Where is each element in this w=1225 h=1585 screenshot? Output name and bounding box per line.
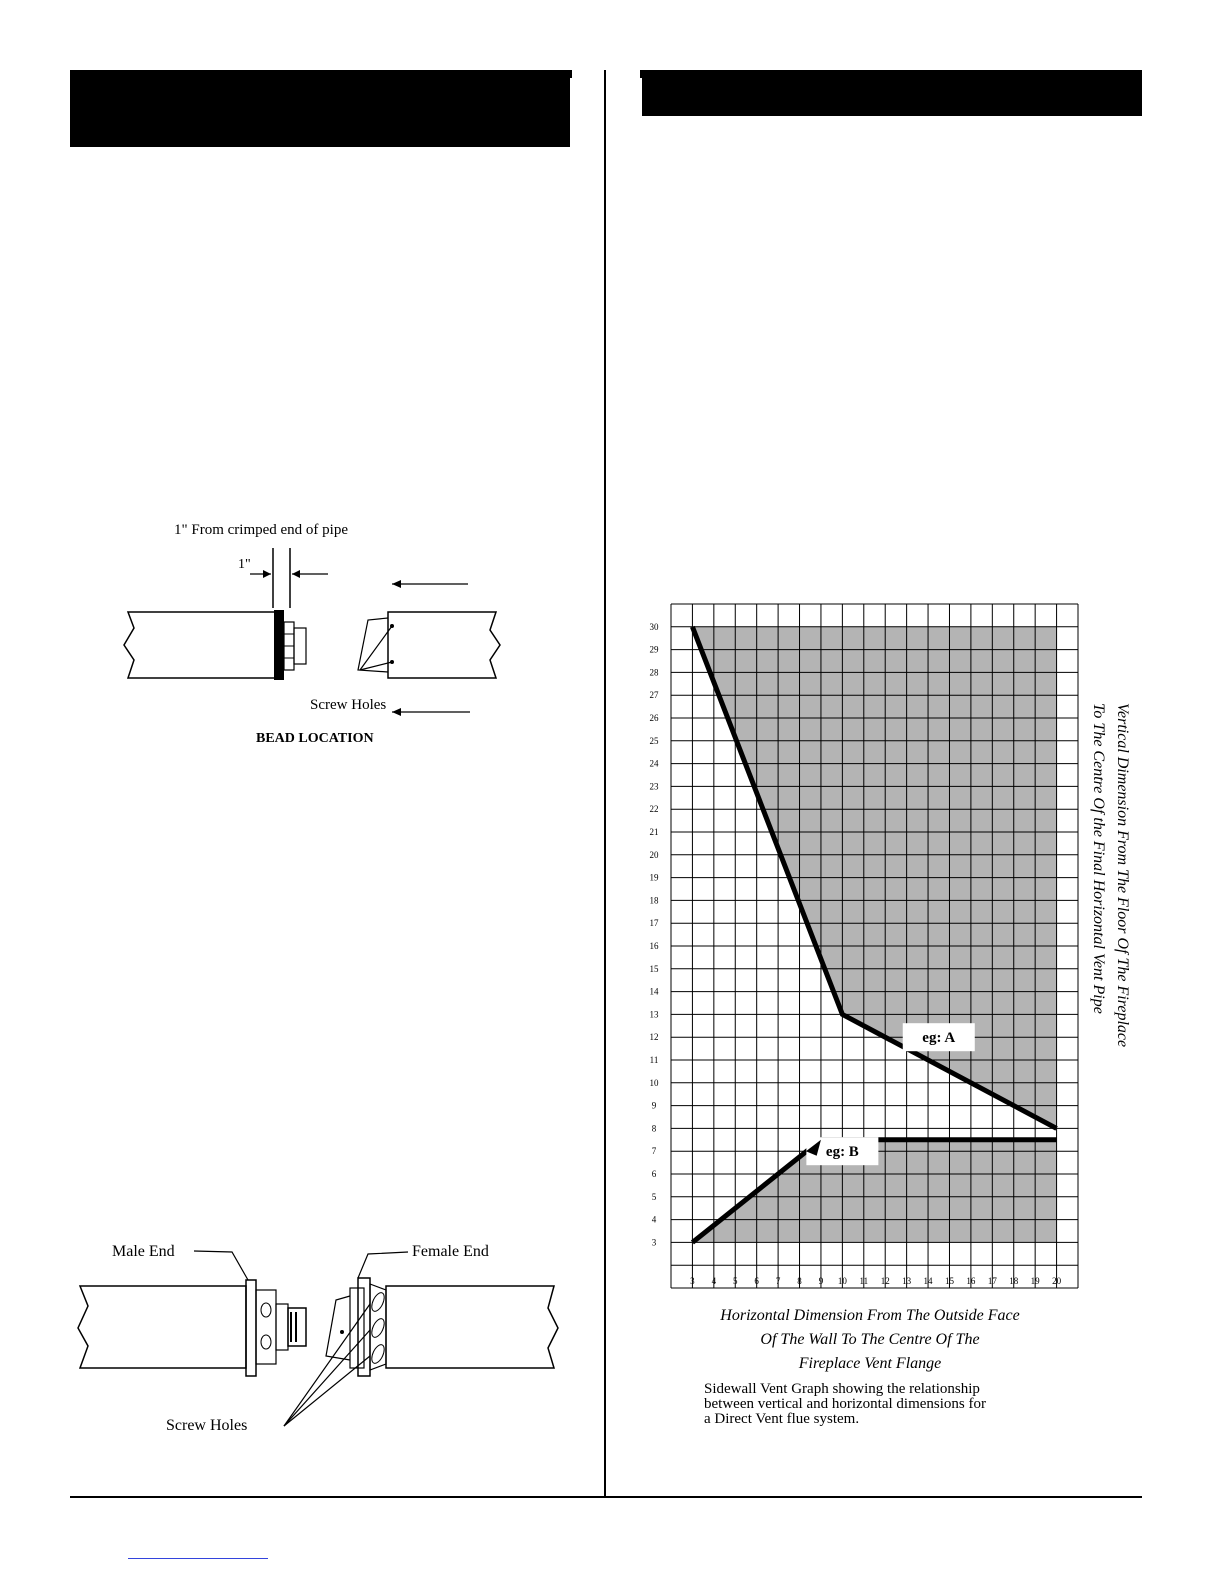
y-tick-label: 19 bbox=[650, 873, 660, 883]
y-tick-label: 7 bbox=[652, 1146, 657, 1156]
shaded-region bbox=[692, 626, 1057, 1243]
x-tick-label: 9 bbox=[819, 1276, 824, 1286]
vent-graph: 3 4 5 6 7 8 9 10 11 12 13 14 15 16 17 18 19 20 3 4 5 6 7 8 9 10 11… bbox=[640, 600, 1080, 1300]
screw-holes-label: Screw Holes bbox=[310, 697, 386, 713]
y-tick-label: 3 bbox=[652, 1237, 657, 1247]
series-label: eg: A bbox=[922, 1030, 955, 1046]
dimension-note: 1" From crimped end of pipe bbox=[174, 522, 348, 538]
y-tick-label: 15 bbox=[650, 964, 660, 974]
vent-graph-caption-line2: between vertical and horizontal dimensio… bbox=[704, 1396, 986, 1412]
y-tick-label: 29 bbox=[650, 645, 660, 655]
x-tick-label: 14 bbox=[924, 1276, 934, 1286]
y-tick-label: 4 bbox=[652, 1215, 657, 1225]
x-tick-label: 12 bbox=[881, 1276, 890, 1286]
horizontal-axis-title-line2: Of The Wall To The Centre Of The bbox=[760, 1331, 980, 1348]
x-tick-label: 15 bbox=[945, 1276, 955, 1286]
vent-graph-caption-line1: Sidewall Vent Graph showing the relation… bbox=[704, 1381, 980, 1397]
dimension-label: 1" bbox=[238, 557, 251, 572]
link-underline bbox=[128, 1558, 268, 1559]
y-tick-label: 20 bbox=[650, 850, 660, 860]
vent-graph-caption-line3: a Direct Vent flue system. bbox=[704, 1411, 860, 1427]
y-tick-label: 22 bbox=[650, 804, 659, 814]
y-tick-label: 23 bbox=[650, 781, 660, 791]
x-tick-label: 18 bbox=[1009, 1276, 1019, 1286]
y-tick-label: 17 bbox=[650, 918, 660, 928]
vertical-axis-title-line2: To The Centre Of the Final Horizontal Ve… bbox=[1090, 703, 1107, 1014]
right-header-bar bbox=[642, 70, 1142, 116]
x-tick-label: 10 bbox=[838, 1276, 848, 1286]
y-tick-label: 14 bbox=[650, 987, 660, 997]
bead-location-diagram: 1" From crimped end of pipe 1" Screw Hol… bbox=[110, 510, 530, 750]
y-tick-label: 24 bbox=[650, 759, 660, 769]
vertical-axis-title: Vertical Dimension From The Floor Of The… bbox=[1086, 703, 1134, 1047]
vertical-axis-title-line1: Vertical Dimension From The Floor Of The… bbox=[1114, 703, 1131, 1048]
y-tick-label: 8 bbox=[652, 1123, 657, 1133]
x-tick-label: 5 bbox=[733, 1276, 738, 1286]
y-tick-label: 27 bbox=[650, 690, 660, 700]
pipe-screw-holes-label: Screw Holes bbox=[166, 1417, 247, 1434]
vent-graph-caption: Sidewall Vent Graph showing the relation… bbox=[704, 1382, 1104, 1427]
x-tick-label: 6 bbox=[754, 1276, 759, 1286]
x-tick-label: 7 bbox=[776, 1276, 781, 1286]
y-tick-label: 16 bbox=[650, 941, 660, 951]
y-tick-label: 25 bbox=[650, 736, 660, 746]
x-tick-label: 17 bbox=[988, 1276, 998, 1286]
x-tick-label: 19 bbox=[1031, 1276, 1041, 1286]
y-tick-label: 11 bbox=[650, 1055, 659, 1065]
x-tick-label: 20 bbox=[1052, 1276, 1062, 1286]
page-bottom-rule bbox=[70, 1496, 1142, 1498]
y-tick-label: 21 bbox=[650, 827, 659, 837]
y-tick-label: 10 bbox=[650, 1078, 660, 1088]
y-tick-label: 28 bbox=[650, 667, 660, 677]
x-tick-label: 3 bbox=[690, 1276, 695, 1286]
vent-graph-svg: 3 4 5 6 7 8 9 10 11 12 13 14 15 16 17 18 19 20 3 4 5 6 7 8 9 10 11… bbox=[650, 603, 1079, 1289]
horizontal-axis-title: Horizontal Dimension From The Outside Fa… bbox=[660, 1304, 1080, 1376]
pipe-connection-diagram: Male End Female End Screw Holes bbox=[70, 1236, 570, 1446]
top-left-tick bbox=[570, 70, 572, 78]
y-tick-label: 13 bbox=[650, 1009, 660, 1019]
x-tick-label: 16 bbox=[966, 1276, 976, 1286]
series-label-box bbox=[902, 1023, 975, 1052]
x-tick-label: 13 bbox=[902, 1276, 912, 1286]
top-right-tick bbox=[640, 70, 642, 78]
bead-location-caption: BEAD LOCATION bbox=[256, 731, 374, 746]
male-end-label: Male End bbox=[112, 1243, 175, 1260]
y-tick-label: 30 bbox=[650, 622, 660, 632]
series-b-arrow bbox=[805, 1139, 821, 1156]
female-end-label: Female End bbox=[412, 1243, 489, 1260]
series-line-a bbox=[690, 625, 1058, 1131]
y-tick-label: 26 bbox=[650, 713, 660, 723]
x-tick-label: 4 bbox=[712, 1276, 717, 1286]
horizontal-axis-title-line3: Fireplace Vent Flange bbox=[798, 1355, 942, 1372]
y-tick-label: 6 bbox=[652, 1169, 657, 1179]
y-tick-label: 18 bbox=[650, 895, 660, 905]
y-tick-label: 12 bbox=[650, 1032, 659, 1042]
series-label: eg: B bbox=[826, 1144, 859, 1160]
y-tick-label: 5 bbox=[652, 1192, 657, 1202]
horizontal-axis-title-line1: Horizontal Dimension From The Outside Fa… bbox=[720, 1307, 1020, 1324]
x-tick-label: 11 bbox=[859, 1276, 868, 1286]
column-divider bbox=[604, 70, 606, 1498]
y-tick-label: 9 bbox=[652, 1101, 657, 1111]
left-header-bar bbox=[70, 70, 570, 147]
x-tick-label: 8 bbox=[797, 1276, 802, 1286]
